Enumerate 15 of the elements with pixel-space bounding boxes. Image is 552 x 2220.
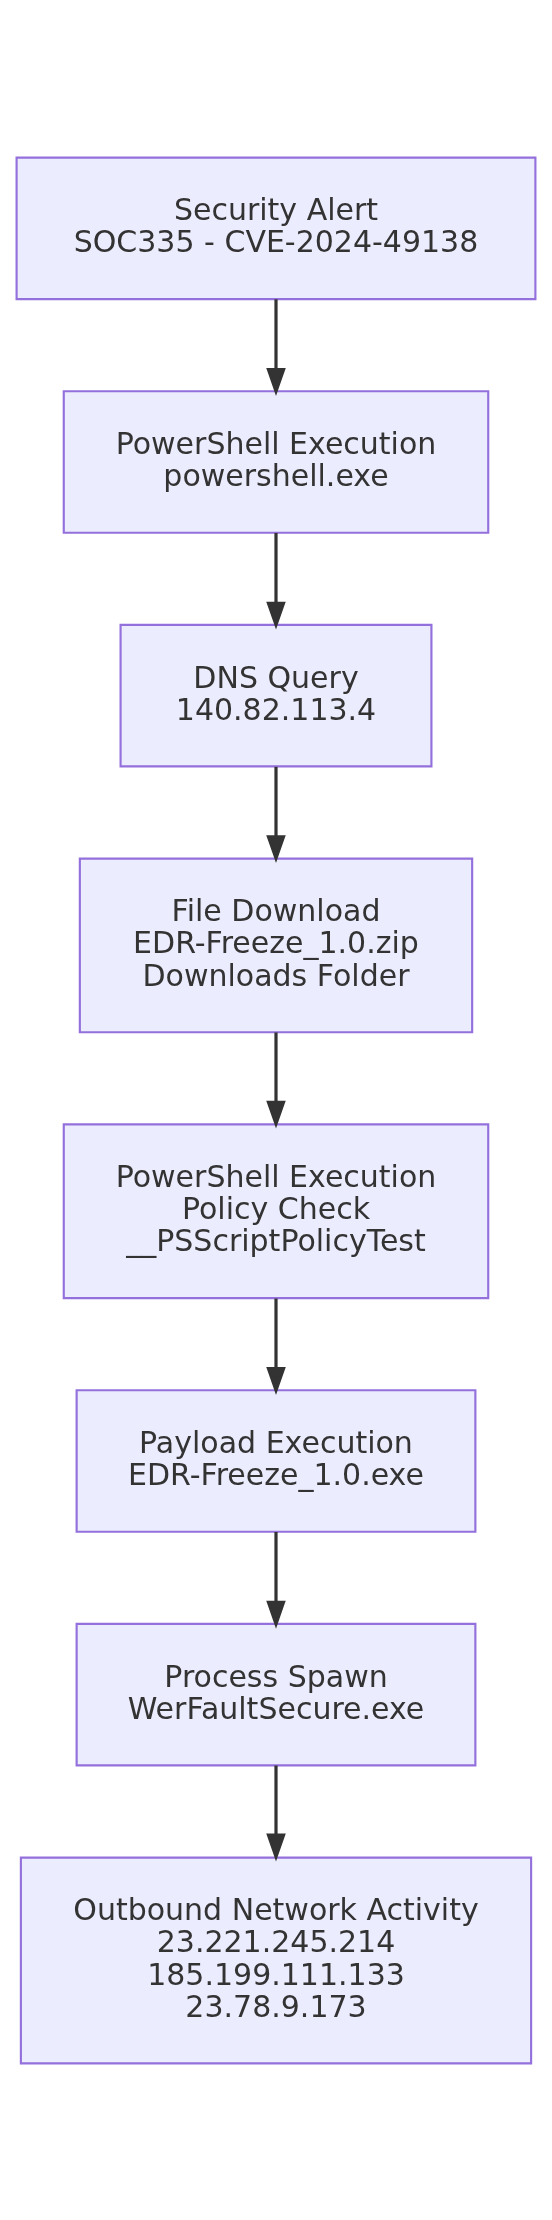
node-box: File Download EDR-Freeze_1.0.zip Downloads Folder: [78, 857, 474, 1033]
arrow: [266, 298, 286, 396]
arrow: [266, 1032, 286, 1129]
arrow: [266, 1531, 286, 1629]
node-box: Security Alert SOC335 - CVE-2024-49138: [15, 156, 537, 300]
arrow: [266, 1765, 286, 1862]
node-box: Outbound Network Activity 23.221.245.214 185.199.111.133 23.78.9.173: [19, 1856, 533, 2064]
node-box: PowerShell Execution powershell.exe: [62, 389, 490, 534]
node-box: PowerShell Execution Policy Check __PSScriptPolicyTest: [62, 1122, 490, 1299]
node-box: Process Spawn WerFaultSecure.exe: [75, 1622, 477, 1766]
arrow: [266, 766, 286, 863]
node-box: DNS Query 140.82.113.4: [119, 623, 433, 767]
node-box: Payload Execution EDR-Freeze_1.0.exe: [75, 1388, 477, 1533]
arrow: [266, 1298, 286, 1395]
arrow: [266, 532, 286, 630]
